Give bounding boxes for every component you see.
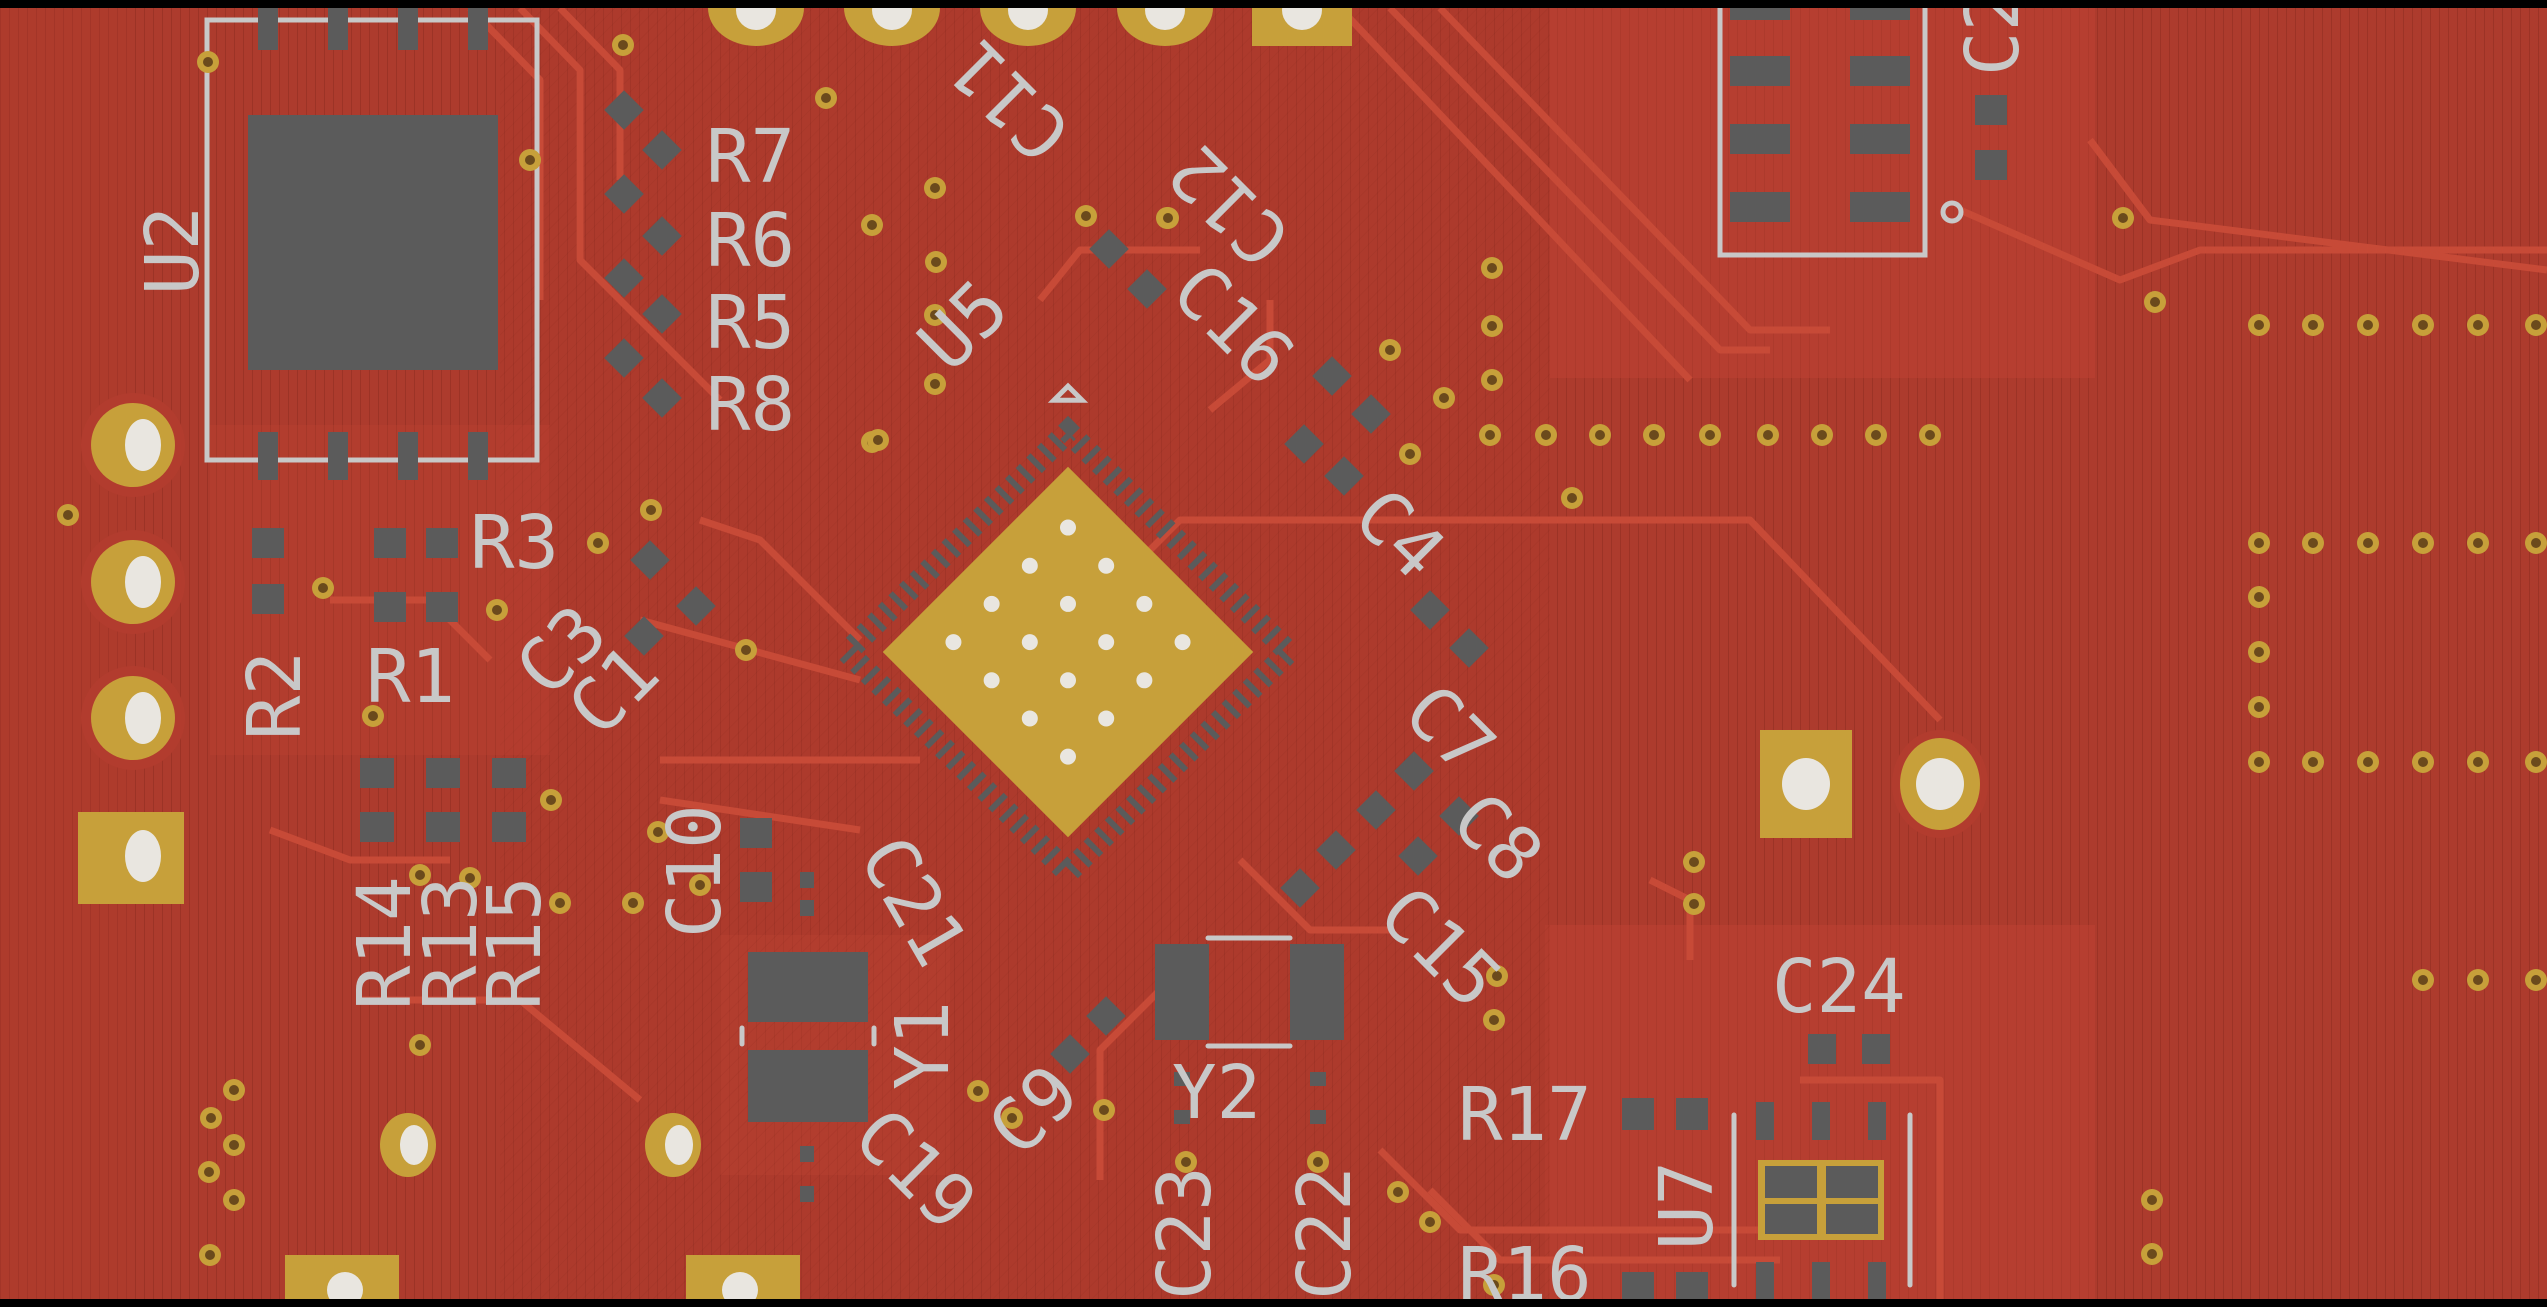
u2-pins [258, 8, 488, 480]
u5-thermal-vias [945, 519, 1191, 765]
label-r17: R17 [1458, 1072, 1592, 1158]
y2-crystal[interactable] [1155, 935, 1344, 1124]
label-y1: Y1 [880, 1001, 966, 1090]
label-r7: R7 [706, 114, 795, 200]
label-u2: U2 [130, 206, 216, 295]
bottom-pads [285, 1113, 800, 1307]
u5-package[interactable] [825, 382, 1311, 889]
u2-exposed-pad [248, 115, 498, 370]
label-r13: R13 [408, 876, 494, 1010]
u2-package[interactable] [204, 8, 540, 480]
vias [57, 34, 2547, 1296]
left-connector[interactable] [78, 393, 185, 904]
label-c24: C24 [1772, 944, 1906, 1030]
label-c22: C22 [1282, 1166, 1368, 1300]
label-r15: R15 [472, 876, 558, 1010]
copper-traces [268, 5, 2547, 1300]
u5-pins [831, 415, 1305, 889]
right-connector-pads[interactable] [1760, 730, 1988, 838]
viewport-top-edge [0, 0, 2547, 8]
label-c23: C23 [1142, 1166, 1228, 1300]
resistor-array-pads [252, 90, 2007, 1302]
u2-outline [204, 17, 540, 463]
u7-package[interactable] [1731, 1102, 1913, 1300]
label-r8: R8 [706, 362, 795, 448]
label-y2: Y2 [1172, 1050, 1261, 1136]
viewport-bottom-edge [0, 1299, 2547, 1307]
label-r5: R5 [706, 280, 795, 366]
label-r3: R3 [470, 500, 559, 586]
u5-thermal-pad [882, 466, 1254, 838]
label-c10: C10 [652, 804, 738, 938]
y1-crystal[interactable] [739, 872, 877, 1202]
label-r14: R14 [342, 876, 428, 1010]
label-u7: U7 [1644, 1161, 1730, 1250]
label-r16: R16 [1458, 1232, 1592, 1307]
label-c2-partial: C2 [1950, 0, 2036, 76]
label-r1: R1 [366, 634, 455, 720]
label-r2: R2 [232, 651, 318, 740]
label-r6: R6 [706, 198, 795, 284]
